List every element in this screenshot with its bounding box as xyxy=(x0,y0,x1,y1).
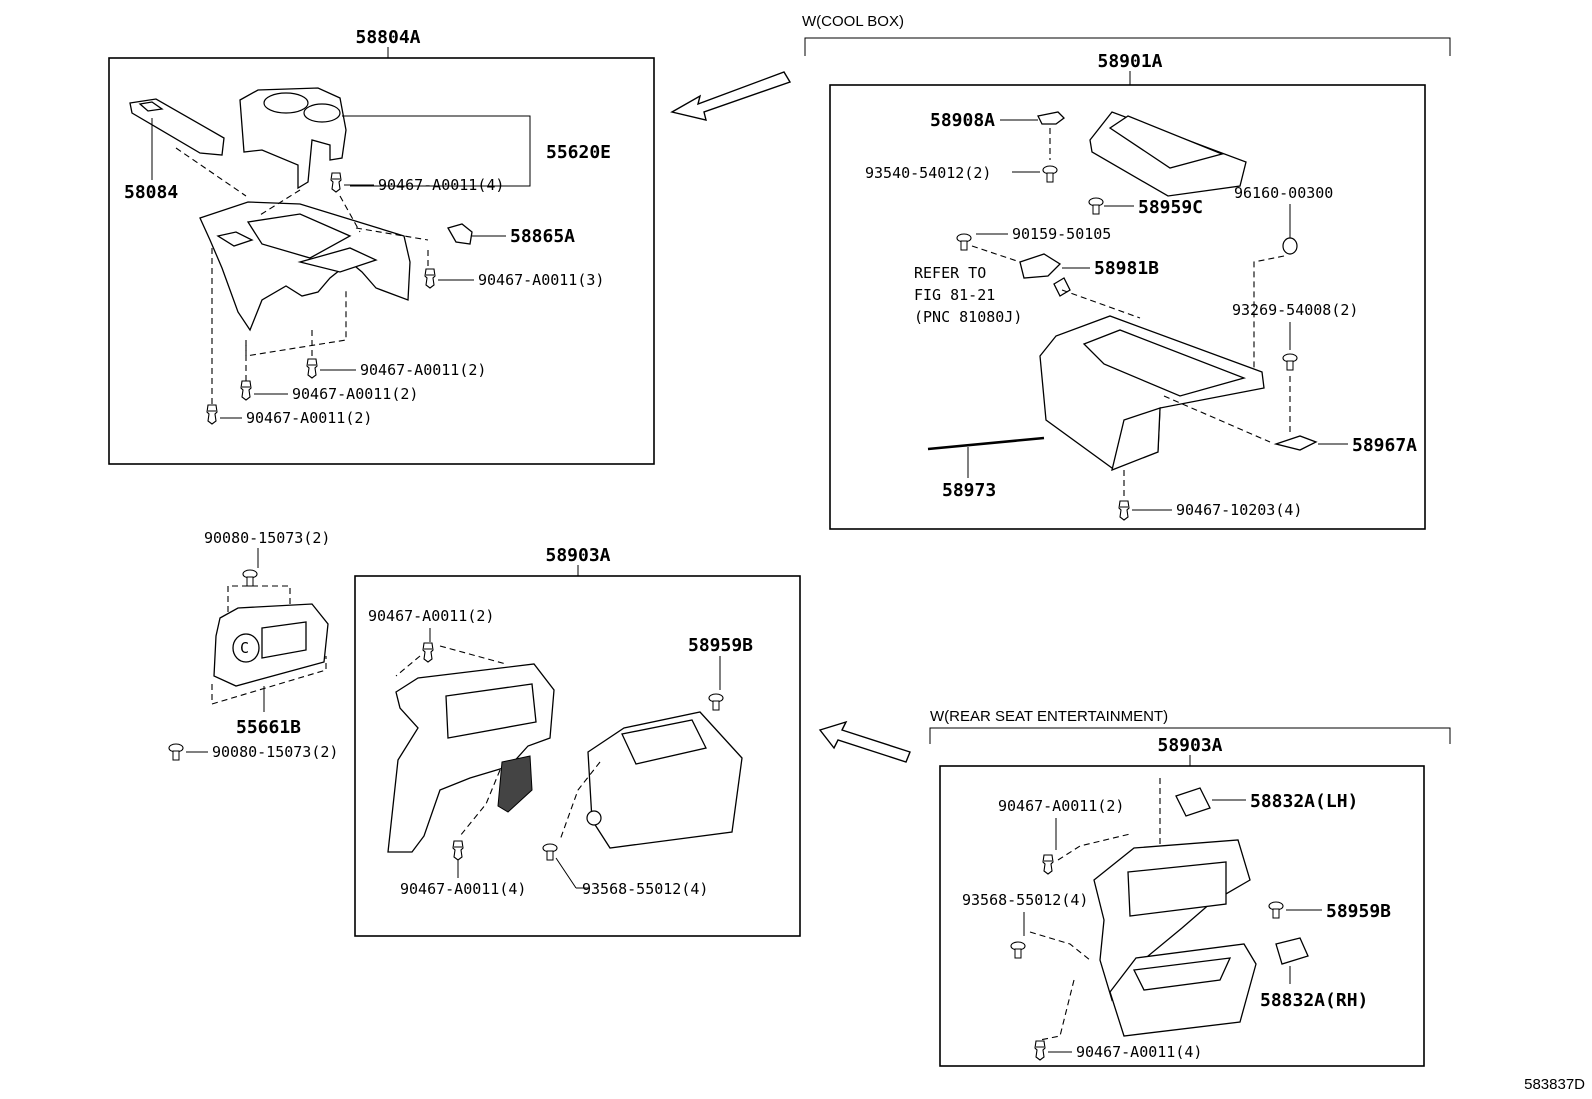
part-label-clip-b3: 90467-A0011(2) xyxy=(246,409,372,427)
bracket-58865A xyxy=(447,223,473,245)
assembly-title-58804A: 58804A xyxy=(355,27,420,48)
assembly-frame xyxy=(354,575,801,937)
diagram-id: 583837D xyxy=(1524,1076,1585,1093)
part-label-58908A: 58908A xyxy=(930,110,995,131)
armrest-pad-part xyxy=(129,98,225,156)
note-pnc: (PNC 81080J) xyxy=(914,308,1022,326)
cool-box-group: W(COOL BOX) 58901A 58908A 93540-54012(2)… xyxy=(802,13,1451,530)
note-refer-to: REFER TO xyxy=(914,264,986,282)
part-label-bolt: 93540-54012(2) xyxy=(865,164,991,182)
part-label-screw-bottom: 90080-15073(2) xyxy=(212,743,338,761)
variant-label-rear-seat: W(REAR SEAT ENTERTAINMENT) xyxy=(930,708,1168,725)
part-label-clip-b2: 90467-A0011(2) xyxy=(292,385,418,403)
part-label-clip-top: 90467-A0011(4) xyxy=(378,176,504,194)
console-box-part xyxy=(199,201,411,332)
assembly-title-58901A: 58901A xyxy=(1097,51,1162,72)
assembly-frame xyxy=(829,84,1426,530)
part-label-58865A: 58865A xyxy=(510,226,575,247)
part-label-clip-bottom: 90467-A0011(4) xyxy=(1076,1043,1202,1061)
part-label-58981B: 58981B xyxy=(1094,258,1159,279)
part-label-clip-bottom: 90467-10203(4) xyxy=(1176,501,1302,519)
assembly-58804A: 58804A 58084 55620E 90467-A0011(4) xyxy=(108,27,655,465)
assembly-title-58903A-left: 58903A xyxy=(545,545,610,566)
part-label-58084: 58084 xyxy=(124,182,178,203)
part-label-58832A-RH: 58832A(RH) xyxy=(1260,990,1368,1011)
washer-icon xyxy=(1282,237,1298,255)
direction-arrow-left-lower xyxy=(818,720,911,763)
part-label-55620E: 55620E xyxy=(546,142,611,163)
part-label-screw: 93568-55012(4) xyxy=(962,891,1088,909)
part-label-58967A: 58967A xyxy=(1352,435,1417,456)
assembly-title-58903A-right: 58903A xyxy=(1157,735,1222,756)
part-label-clip-top: 90467-A0011(2) xyxy=(998,797,1124,815)
part-label-90159: 90159-50105 xyxy=(1012,225,1111,243)
rod-58973 xyxy=(927,436,1045,451)
part-label-58959C: 58959C xyxy=(1138,197,1203,218)
part-label-clip-bottom: 90467-A0011(4) xyxy=(400,880,526,898)
part-label-clip-right: 90467-A0011(3) xyxy=(478,271,604,289)
part-label-58973: 58973 xyxy=(942,480,996,501)
speaker-cover-rh xyxy=(1275,937,1309,965)
variant-label-cool-box: W(COOL BOX) xyxy=(802,13,904,30)
bracket-58967A xyxy=(1273,435,1318,451)
part-label-58832A-LH: 58832A(LH) xyxy=(1250,791,1358,812)
assembly-58903A-left: 58903A 90467-A0011(2) 90467-A0011(4) 589… xyxy=(354,545,801,937)
part-label-93269: 93269-54008(2) xyxy=(1232,301,1358,319)
part-label-58959B-right: 58959B xyxy=(1326,901,1391,922)
note-figure: FIG 81-21 xyxy=(914,286,995,304)
hinge-58981B xyxy=(1019,253,1062,279)
c-symbol: C xyxy=(240,639,249,657)
part-label-screw-top: 90080-15073(2) xyxy=(204,529,330,547)
speaker-cover-lh xyxy=(1175,787,1211,817)
part-label-clip-b1: 90467-A0011(2) xyxy=(360,361,486,379)
part-label-58959B: 58959B xyxy=(688,635,753,656)
part-label-screw: 93568-55012(4) xyxy=(582,880,708,898)
rear-seat-group: W(REAR SEAT ENTERTAINMENT) 58903A 58832A… xyxy=(929,708,1451,1067)
part-label-96160: 96160-00300 xyxy=(1234,184,1333,202)
assembly-frame xyxy=(939,765,1425,1067)
assembly-55661B: 90080-15073(2) C 55661B 90080-15073(2) xyxy=(168,529,338,761)
latch-58908A xyxy=(1037,111,1065,125)
part-label-clip-top: 90467-A0011(2) xyxy=(368,607,494,625)
assembly-frame xyxy=(108,57,655,465)
part-label-55661B: 55661B xyxy=(236,717,301,738)
direction-arrow-left xyxy=(670,71,792,121)
